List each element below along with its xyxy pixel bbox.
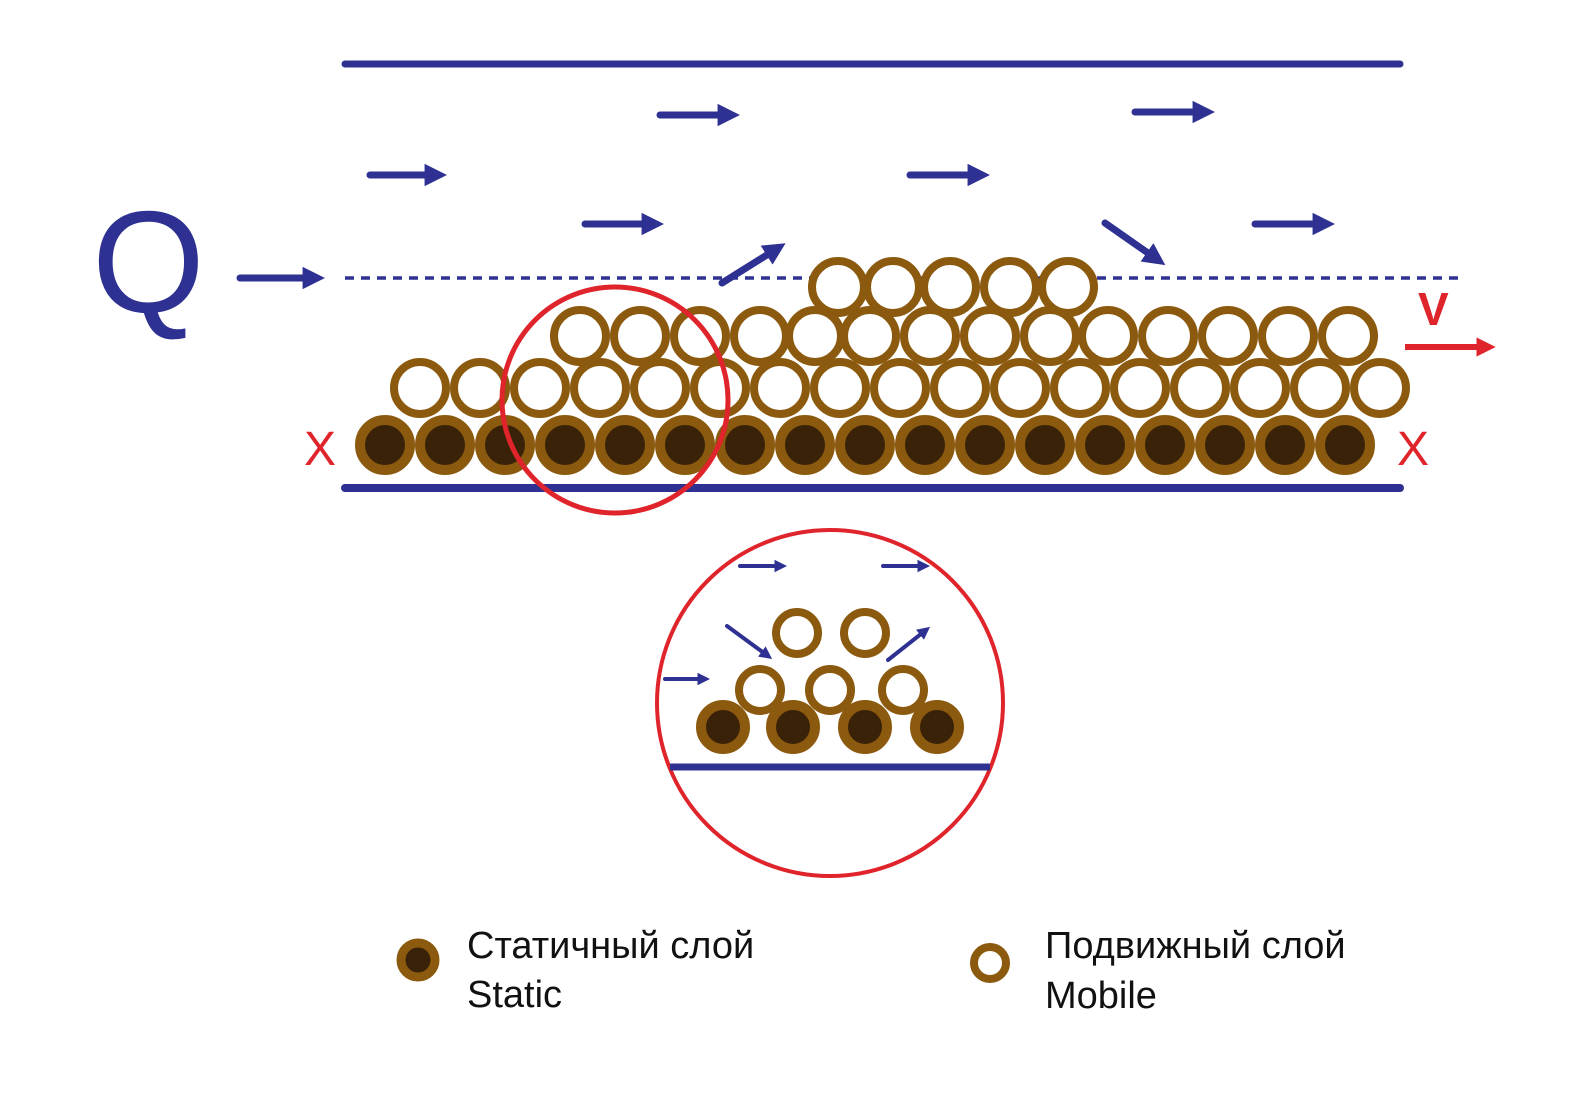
- mobile-particle: [690, 358, 750, 418]
- static-particle: [595, 415, 655, 475]
- mobile-particle: [840, 306, 900, 366]
- section-marker-right: X: [1397, 423, 1429, 476]
- static-particle: [838, 700, 892, 754]
- mobile-particle: [610, 306, 670, 366]
- mobile-particle: [550, 306, 610, 366]
- mobile-particle: [808, 257, 868, 317]
- mobile-particle: [900, 306, 960, 366]
- mobile-particle: [960, 306, 1020, 366]
- mobile-particle: [810, 358, 870, 418]
- static-particle: [715, 415, 775, 475]
- mobile-particle: [570, 358, 630, 418]
- mobile-particle: [735, 665, 785, 715]
- legend-mobile-label-en: Mobile: [1045, 975, 1157, 1017]
- mobile-particle: [730, 306, 790, 366]
- mobile-particle: [870, 358, 930, 418]
- mobile-particle: [990, 358, 1050, 418]
- mobile-particle: [1350, 358, 1410, 418]
- mobile-particle: [1170, 358, 1230, 418]
- mobile-particle: [785, 306, 845, 366]
- mobile-particle: [1020, 306, 1080, 366]
- static-particle: [535, 415, 595, 475]
- mobile-particle: [920, 257, 980, 317]
- section-marker-left: X: [304, 423, 336, 476]
- static-particle: [1315, 415, 1375, 475]
- mobile-particle: [1050, 358, 1110, 418]
- static-particle: [955, 415, 1015, 475]
- mobile-particle: [840, 608, 890, 658]
- static-particle: [835, 415, 895, 475]
- highlight-circle: [499, 284, 731, 516]
- static-particle: [766, 700, 820, 754]
- mobile-particle: [1230, 358, 1290, 418]
- flow-arrow-icon: [1101, 219, 1166, 266]
- mobile-particle: [805, 665, 855, 715]
- static-particle: [415, 415, 475, 475]
- mobile-particle: [1290, 358, 1350, 418]
- mobile-particle: [1258, 306, 1318, 366]
- mobile-particle: [1110, 358, 1170, 418]
- mobile-particle: [1078, 306, 1138, 366]
- mobile-particle: [863, 257, 923, 317]
- static-particle: [655, 415, 715, 475]
- mobile-particle: [878, 665, 928, 715]
- legend-mobile-label: Подвижный слой: [1045, 925, 1346, 967]
- static-particle: [1195, 415, 1255, 475]
- mobile-particle: [772, 608, 822, 658]
- static-particle: [895, 415, 955, 475]
- static-particle: [696, 700, 750, 754]
- static-particle: [355, 415, 415, 475]
- mobile-particle: [1038, 257, 1098, 317]
- legend: Статичный слой Static Подвижный слой Mob…: [396, 925, 1346, 1017]
- mobile-particle: [930, 358, 990, 418]
- mobile-particle: [390, 358, 450, 418]
- flow-arrow-icon: [718, 243, 786, 287]
- mobile-particle: [1198, 306, 1258, 366]
- mobile-particle: [980, 257, 1040, 317]
- legend-mobile-icon: [970, 943, 1010, 983]
- static-particle: [775, 415, 835, 475]
- mobile-particle: [630, 358, 690, 418]
- static-particle: [910, 700, 964, 754]
- mobile-particle: [1318, 306, 1378, 366]
- static-particle: [1075, 415, 1135, 475]
- static-particle: [1255, 415, 1315, 475]
- mobile-particle: [1138, 306, 1198, 366]
- mobile-particle: [450, 358, 510, 418]
- inset-flow-arrow-icon: [725, 624, 773, 660]
- legend-static-label-en: Static: [467, 974, 562, 1016]
- zoom-inset-circle: [655, 528, 1005, 878]
- inset-flow-arrow-icon: [886, 626, 931, 662]
- mobile-particle: [510, 358, 570, 418]
- mobile-particle: [670, 306, 730, 366]
- velocity-label: V: [1418, 283, 1449, 335]
- static-particle: [1015, 415, 1075, 475]
- flow-label-q: Q: [92, 181, 205, 343]
- legend-static-icon: [396, 938, 440, 982]
- static-particle: [1135, 415, 1195, 475]
- legend-static-label: Статичный слой: [467, 925, 754, 967]
- mobile-particle: [750, 358, 810, 418]
